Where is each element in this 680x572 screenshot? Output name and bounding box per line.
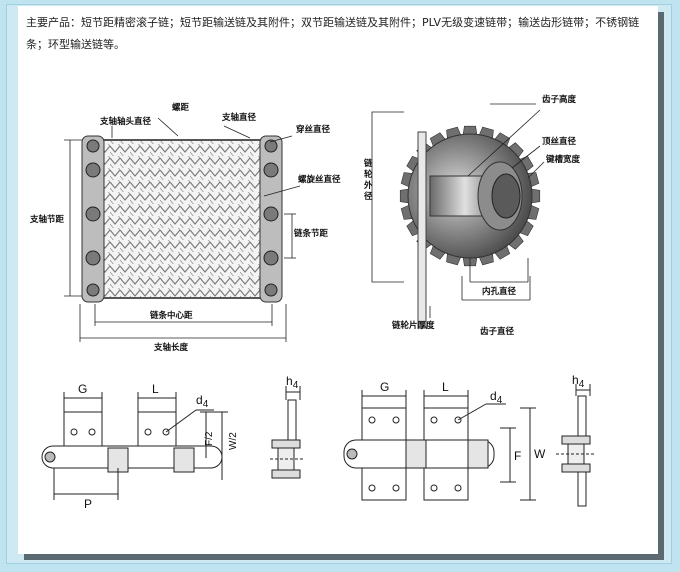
wire-mesh: [101, 139, 263, 299]
label-shaft-dia: 支轴直径: [221, 112, 257, 123]
dim-L-left: L: [152, 382, 159, 396]
left-chain: [81, 135, 105, 303]
label-plate-thickness: 链轮片厚度: [392, 320, 435, 331]
label-tip-dia: 顶丝直径: [542, 136, 577, 147]
dim-P-left: P: [84, 497, 92, 511]
dim-L-right: L: [442, 380, 449, 394]
dim-h4-right: h4: [572, 373, 585, 390]
sprocket-diagram: 齿子高度 顶丝直径 键槽宽度 内孔直径 链轮片厚度 齿子直径 链轮外径: [363, 94, 581, 337]
dim-G-right: G: [380, 380, 389, 394]
label-bore-dia: 内孔直径: [482, 286, 517, 297]
label-shaft-length: 支轴长度: [153, 342, 189, 353]
side-view-right: [556, 384, 596, 507]
product-intro-text: 主要产品：短节距精密滚子链；短节距输送链及其附件；双节距输送链及其附件；PLV无…: [26, 16, 640, 51]
attachment-chain-left: [41, 392, 228, 500]
dim-d4-left: d4: [196, 393, 209, 410]
label-spiral-wire-dia: 螺旋丝直径: [298, 174, 341, 185]
dim-d4-right: d4: [490, 389, 503, 406]
svg-text:链轮外径: 链轮外径: [363, 158, 373, 202]
label-chain-center-dist: 链条中心距: [150, 310, 193, 321]
label-sprocket-outer-dia: 链轮外径: [363, 158, 373, 202]
mesh-belt-diagram: 螺距 支轴轴头直径 支轴直径 穿丝直径 螺旋丝直径 支轴节距 链条节距 链条中心…: [29, 102, 341, 353]
dim-G-left: G: [78, 382, 87, 396]
dim-F2-left: F/2: [204, 431, 215, 446]
side-view-left: [270, 386, 304, 479]
label-chain-pitch: 链条节距: [294, 228, 329, 239]
dim-F-right: F: [514, 449, 521, 463]
label-keyway-width: 键槽宽度: [545, 154, 581, 165]
label-threading-wire-dia: 穿丝直径: [296, 124, 331, 135]
label-shaft-pitch: 支轴节距: [29, 214, 65, 225]
label-tooth-height: 齿子高度: [542, 94, 577, 105]
label-pitch: 螺距: [172, 102, 190, 113]
right-chain: [259, 135, 283, 303]
attachment-chain-right: [343, 390, 536, 501]
label-shaft-head-dia: 支轴轴头直径: [99, 116, 152, 127]
label-tooth-dia: 齿子直径: [480, 326, 515, 337]
dim-h4-left: h4: [286, 374, 299, 391]
dim-W2-left: W/2: [228, 432, 239, 450]
bore-hole: [491, 173, 521, 219]
dim-W-right: W: [534, 447, 546, 461]
